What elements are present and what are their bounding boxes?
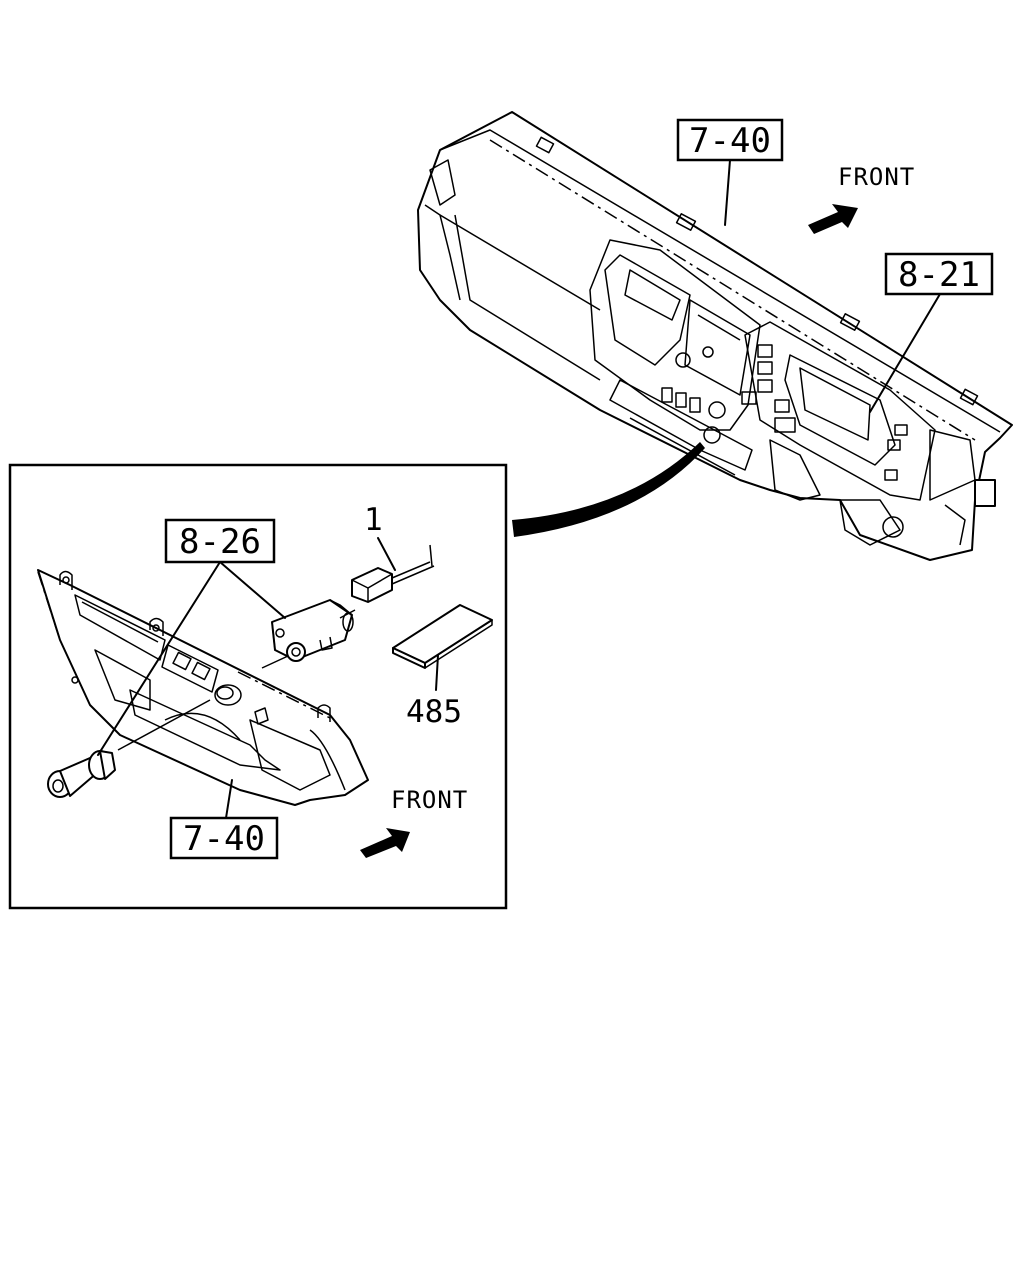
arrow-icon bbox=[360, 828, 410, 858]
callout-switch-8-26: 8-26 bbox=[97, 518, 286, 756]
callout-text: 7-40 bbox=[183, 819, 265, 859]
detail-leader bbox=[512, 442, 705, 537]
part-number: 485 bbox=[406, 694, 462, 730]
arrow-icon bbox=[808, 204, 858, 234]
front-arrow-top: FRONT bbox=[808, 163, 915, 234]
part-485-label: 485 bbox=[392, 604, 493, 730]
callout-panel-7-40: 7-40 bbox=[169, 779, 279, 860]
front-label: FRONT bbox=[391, 786, 468, 814]
front-arrow-inset: FRONT bbox=[360, 786, 468, 858]
switch-assembly bbox=[261, 599, 354, 669]
knob bbox=[47, 699, 211, 798]
part-1-harness: 1 bbox=[339, 502, 435, 619]
callout-text: 8-26 bbox=[179, 522, 261, 562]
callout-text: 8-21 bbox=[898, 255, 980, 295]
dashboard-assembly bbox=[417, 111, 1013, 561]
lower-panel bbox=[37, 569, 369, 806]
part-number: 1 bbox=[364, 502, 383, 538]
front-label: FRONT bbox=[838, 163, 915, 191]
callout-text: 7-40 bbox=[689, 121, 771, 161]
callout-cluster-8-21: 8-21 bbox=[869, 252, 994, 413]
callout-dash-7-40: 7-40 bbox=[676, 118, 784, 226]
